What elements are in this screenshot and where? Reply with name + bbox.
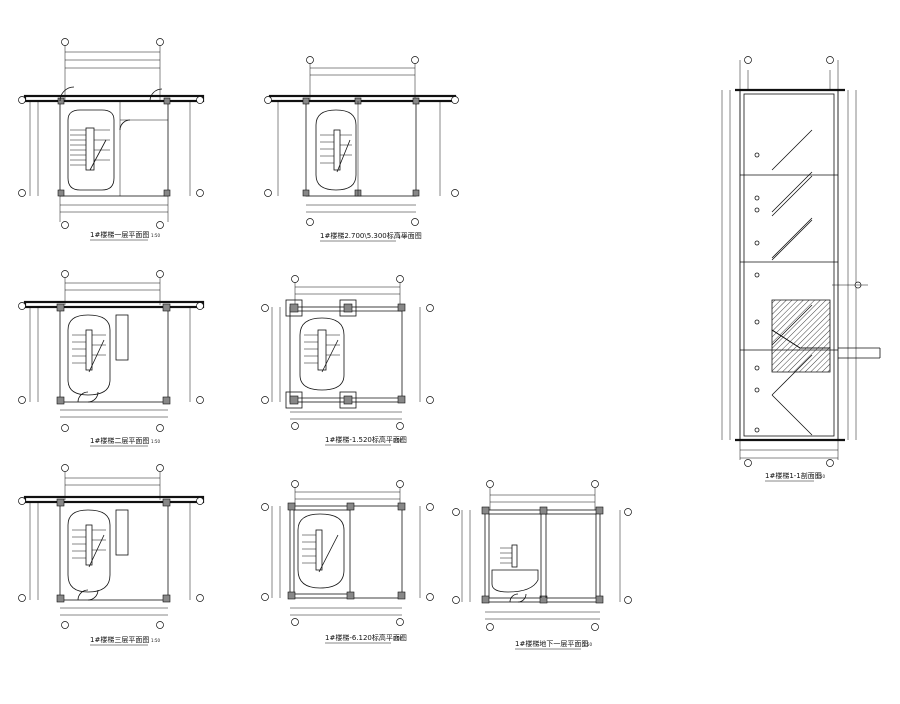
caption-plan-first-floor: 1#楼梯一层平面图 1:50 (90, 230, 160, 241)
plan-third-floor (18, 464, 205, 629)
caption-section-1-1: 1#楼梯1-1剖面图 1:50 (765, 471, 825, 482)
svg-text:1#楼梯三层平面图: 1#楼梯三层平面图 (90, 635, 149, 644)
svg-text:1#楼梯一层平面图: 1#楼梯一层平面图 (90, 230, 149, 239)
svg-text:1#楼梯-1.520标高平面图: 1#楼梯-1.520标高平面图 (325, 435, 407, 444)
svg-text:1:50: 1:50 (393, 438, 402, 443)
svg-text:1:50: 1:50 (398, 234, 407, 239)
svg-text:1#楼梯1-1剖面图: 1#楼梯1-1剖面图 (765, 471, 822, 480)
svg-text:1:50: 1:50 (151, 439, 160, 444)
plan-first-floor (18, 38, 205, 229)
section-1-1 (721, 56, 881, 467)
caption-plan-basement-one: 1#楼梯地下一层平面图 1:50 (515, 639, 592, 650)
svg-text:1:50: 1:50 (393, 636, 402, 641)
svg-text:1:50: 1:50 (816, 474, 825, 479)
plan-minus-6120 (261, 480, 434, 626)
caption-plan-minus-1520: 1#楼梯-1.520标高平面图 1:50 (325, 435, 407, 446)
svg-text:1:50: 1:50 (151, 638, 160, 643)
caption-plan-2700-5300: 1#楼梯2.700\5.300标高平面图 1:50 (320, 231, 422, 242)
plan-second-floor (18, 270, 205, 432)
svg-text:1:50: 1:50 (151, 233, 160, 238)
svg-text:1#楼梯地下一层平面图: 1#楼梯地下一层平面图 (515, 639, 588, 648)
plan-2700-5300 (264, 56, 459, 226)
svg-text:1#楼梯二层平面图: 1#楼梯二层平面图 (90, 436, 149, 445)
svg-text:1#楼梯-6.120标高平面图: 1#楼梯-6.120标高平面图 (325, 633, 407, 642)
svg-text:1:50: 1:50 (583, 642, 592, 647)
svg-text:1#楼梯2.700\5.300标高平面图: 1#楼梯2.700\5.300标高平面图 (320, 231, 422, 240)
plan-minus-1520 (261, 275, 434, 430)
plan-basement-one (452, 480, 632, 631)
caption-plan-third-floor: 1#楼梯三层平面图 1:50 (90, 635, 160, 646)
caption-plan-minus-6120: 1#楼梯-6.120标高平面图 1:50 (325, 633, 407, 644)
caption-plan-second-floor: 1#楼梯二层平面图 1:50 (90, 436, 160, 447)
